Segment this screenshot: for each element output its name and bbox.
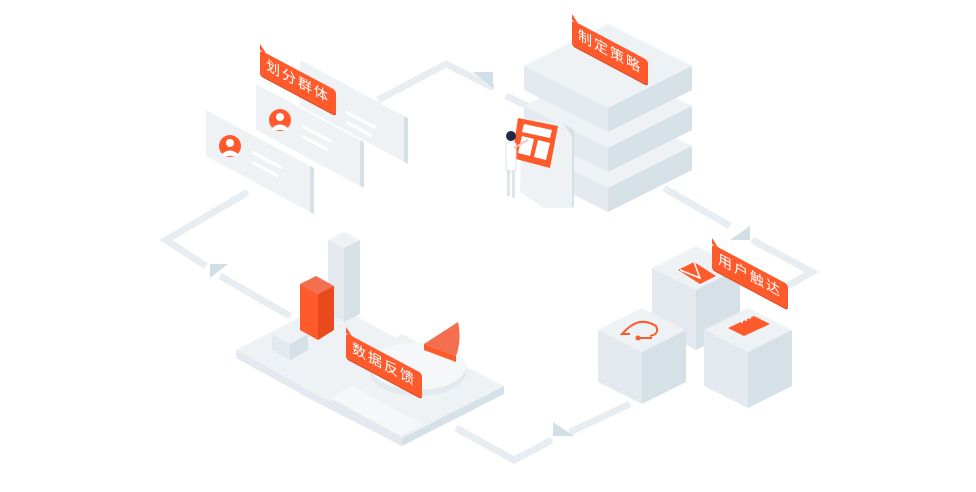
chat-icon	[619, 320, 659, 341]
bar-chart-icon	[300, 276, 334, 294]
flow-arrows	[210, 72, 750, 436]
mail-icon	[678, 261, 716, 284]
browser-icon	[728, 316, 770, 336]
strategy-illustration	[505, 24, 692, 212]
arrow-icon	[473, 72, 493, 88]
flow-path	[159, 60, 820, 464]
kiosk-screen	[512, 118, 558, 168]
feedback-illustration	[236, 232, 504, 446]
arrow-icon	[210, 264, 228, 278]
arrow-icon	[553, 422, 574, 436]
pie-chart-icon	[424, 322, 460, 356]
person-icon	[505, 131, 529, 198]
arrow-icon	[730, 226, 750, 240]
